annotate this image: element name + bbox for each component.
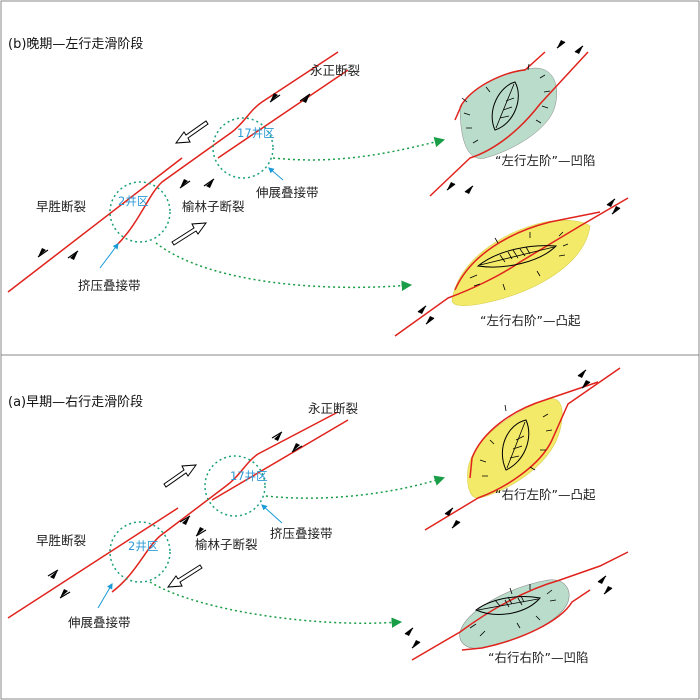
- label-zone2-a: 2井区: [128, 539, 158, 553]
- label-result-upper-b: “左行左阶”—凹陷: [495, 153, 595, 168]
- hollow-arrow-upper-b: [174, 120, 209, 144]
- link-arrow-lower-a: [149, 581, 403, 628]
- label-result-lower-a: “右行右阶”—凹陷: [488, 650, 588, 665]
- label-yulinzi-a: 榆林子断裂: [195, 537, 258, 552]
- fault-yulinzi-b: [115, 51, 339, 247]
- label-zone2-b: 2井区: [118, 194, 148, 208]
- label-zaosheng-a: 早胜断裂: [36, 533, 86, 548]
- fault-yongzheng-a: [211, 419, 349, 501]
- label-yongzheng-b: 永正断裂: [310, 63, 360, 78]
- panel-a-faults: [7, 411, 349, 619]
- zone-circle-2-a: [109, 521, 171, 583]
- label-extension-b: 伸展叠接带: [256, 185, 319, 200]
- panel-b-hollow-arrows: [171, 120, 209, 246]
- fault-zaosheng-b: [7, 157, 183, 293]
- label-yongzheng-a: 永正断裂: [308, 401, 358, 416]
- hollow-arrow-lower-a: [166, 564, 203, 588]
- fault-yulinzi-a: [111, 411, 339, 593]
- inset-depression-a: [404, 551, 629, 661]
- label-zone17-b: 17井区: [237, 126, 275, 140]
- panel-a-title: (a)早期—右行走滑阶段: [8, 395, 143, 410]
- label-extension-a: 伸展叠接带: [68, 615, 131, 630]
- link-arrow-upper-a: [265, 475, 445, 499]
- callout-extension-a: [97, 582, 113, 609]
- panel-a-hollow-arrows: [163, 464, 203, 588]
- panel-b-faults: [7, 51, 349, 293]
- callout-extension-b: [268, 167, 284, 181]
- callout-compression-b: [99, 243, 119, 269]
- panel-b-slip-arrows: [37, 93, 311, 260]
- panel-a-frame: [0, 354, 700, 700]
- panel-b-title: (b)晚期—左行走滑阶段: [8, 37, 143, 52]
- label-result-lower-b: “左行右阶”—凸起: [480, 313, 581, 328]
- hollow-arrow-upper-a: [163, 464, 198, 488]
- hollow-arrow-lower-b: [171, 222, 208, 246]
- label-yulinzi-b: 榆林子断裂: [182, 199, 245, 214]
- callout-compression-a: [261, 504, 283, 524]
- inset-uplift-b: [394, 197, 629, 337]
- inset-uplift-a: [424, 367, 621, 531]
- zone-circle-17-a: [204, 455, 266, 517]
- label-compression-b: 挤压叠接带: [78, 278, 141, 293]
- label-zaosheng-b: 早胜断裂: [36, 199, 86, 214]
- link-arrow-upper-b: [272, 136, 446, 161]
- zone-circle-17-b: [212, 117, 274, 179]
- label-result-upper-a: “右行左阶”—凸起: [495, 487, 596, 502]
- panel-b-frame: [0, 0, 700, 356]
- fault-yongzheng-b: [217, 69, 349, 159]
- label-zone17-a: 17井区: [230, 469, 268, 483]
- fault-zaosheng-a: [7, 507, 179, 619]
- zone-circle-2-b: [109, 181, 171, 243]
- label-compression-a: 挤压叠接带: [270, 526, 333, 541]
- link-arrow-lower-b: [155, 242, 413, 291]
- inset-depression-b: [429, 40, 589, 197]
- panel-a-slip-arrows: [47, 431, 303, 599]
